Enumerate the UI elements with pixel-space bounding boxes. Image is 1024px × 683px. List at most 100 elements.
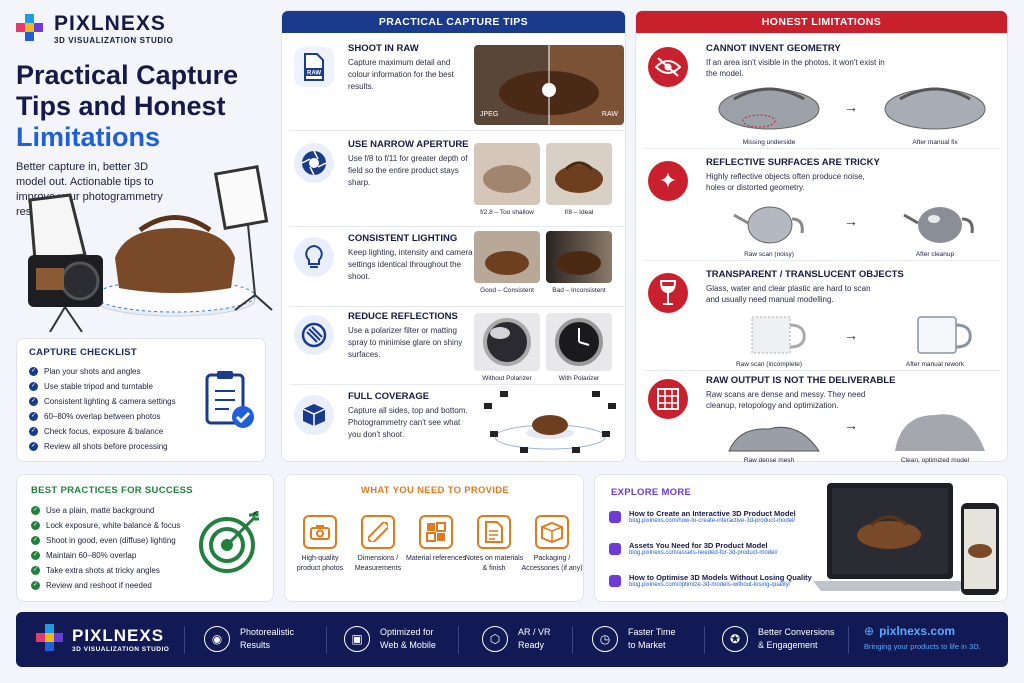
footer-site[interactable]: ⊕ pixlnexs.com Bringing your products to… — [864, 624, 981, 651]
site-link[interactable]: pixlnexs.com — [879, 624, 956, 638]
camera-icon: ◉ — [204, 626, 230, 652]
need-item: Packaging / Accessories (if any) — [521, 515, 583, 574]
tip-narrow-aperture: USE NARROW APERTURE Use f/8 to f/11 for … — [290, 137, 624, 227]
explore-link[interactable]: How to Optimise 3D Models Without Losing… — [609, 573, 812, 588]
image-caption: After cleanup — [915, 251, 955, 258]
footer-tagline: Bringing your products to life in 3D. — [864, 642, 981, 651]
tip-title: REDUCE REFLECTIONS — [348, 311, 458, 322]
explore-title: EXPLORE MORE — [611, 487, 692, 498]
feature-photorealistic: ◉Photorealistic Results — [204, 626, 306, 652]
need-item: High-quality product photos — [289, 515, 351, 574]
aperture-shallow-image — [474, 143, 540, 205]
footer-logo: PIXLNEXS 3D VISUALIZATION STUDIO — [36, 624, 169, 654]
camera-icon — [303, 515, 337, 549]
limit-title: TRANSPARENT / TRANSLUCENT OBJECTS — [706, 269, 904, 280]
check-icon: ✓ — [31, 566, 40, 575]
capture-checklist: CAPTURE CHECKLIST ✓Plan your shots and a… — [16, 338, 266, 462]
image-caption: Raw dense mesh — [743, 457, 795, 464]
lighting-good-image — [474, 231, 540, 283]
list-item: ✓Review and reshoot if needed — [31, 581, 152, 590]
feature-web-mobile: ▣Optimized for Web & Mobile — [344, 626, 446, 652]
list-item: ✓Consistent lighting & camera settings — [29, 397, 176, 406]
logo-mark-icon — [16, 13, 46, 44]
list-item: ✓Take extra shots at tricky angles — [31, 566, 160, 575]
list-item: ✓Review all shots before processing — [29, 442, 168, 451]
tip-text: Capture maximum detail and colour inform… — [348, 58, 454, 91]
checklist-title: CAPTURE CHECKLIST — [29, 347, 138, 358]
image-caption: Raw scan (noisy) — [744, 251, 794, 258]
logo-mark-icon — [36, 624, 66, 654]
arrow-right-icon: → — [844, 327, 858, 343]
raw-label: RAW — [601, 111, 618, 118]
teapot-clean-image — [903, 207, 974, 243]
tip-text: Capture all sides, top and bottom. Photo… — [348, 406, 468, 439]
link-url[interactable]: blog.pixlnexs.com/optimize-3d-models-wit… — [629, 582, 791, 588]
need-item: Notes on materials & finish — [463, 515, 525, 574]
image-caption: With Polarizer — [558, 375, 600, 382]
link-url[interactable]: blog.pixlnexs.com/how-to-create-interact… — [629, 518, 796, 524]
limit-text: Glass, water and clear plastic are hard … — [706, 284, 871, 304]
tips-title: PRACTICAL CAPTURE TIPS — [282, 11, 625, 33]
image-caption: f/2.8 – Too shallow — [480, 209, 534, 216]
ar-cube-icon: ⬡ — [482, 626, 508, 652]
honest-limitations-panel: HONEST LIMITATIONS CANNOT INVENT GEOMETR… — [635, 10, 1008, 464]
link-url[interactable]: blog.pixlnexs.com/assets-needed-for-3d-p… — [629, 550, 778, 556]
mesh-missing-underside-image — [718, 87, 820, 130]
practices-list: ✓Use a plain, matte background ✓Lock exp… — [31, 503, 180, 593]
list-item: ✓Use a plain, matte background — [31, 506, 155, 515]
limit-invent-geometry: CANNOT INVENT GEOMETRY If an area isn't … — [644, 41, 1000, 149]
what-you-need-panel: WHAT YOU NEED TO PROVIDE High-quality pr… — [284, 474, 584, 602]
check-icon: ✓ — [31, 506, 40, 515]
best-practices-panel: BEST PRACTICES FOR SUCCESS ✓Use a plain,… — [16, 474, 274, 602]
mesh-after-fix-image — [884, 87, 986, 130]
link-title[interactable]: How to Optimise 3D Models Without Losing… — [629, 573, 812, 582]
lightbulb-icon — [294, 237, 334, 277]
link-title[interactable]: Assets You Need for 3D Product Model — [629, 541, 768, 550]
jpeg-raw-comparison-image: JPEG RAW — [474, 45, 624, 125]
brand-tagline: 3D VISUALIZATION STUDIO — [54, 36, 174, 45]
feature-time-to-market: ◷Faster Time to Market — [592, 626, 684, 652]
limit-title: RAW OUTPUT IS NOT THE DELIVERABLE — [706, 375, 896, 386]
image-caption: f/8 – Ideal — [564, 209, 594, 216]
laptop-phone-mockup-image — [813, 483, 999, 595]
hidden-eye-icon — [648, 47, 688, 87]
watch-with-polarizer-image — [546, 313, 612, 371]
list-item: ✓Plan your shots and angles — [29, 367, 141, 376]
target-icon — [199, 511, 259, 573]
need-item: Material references — [405, 515, 467, 564]
limit-text: Highly reflective objects often produce … — [706, 172, 865, 192]
clipboard-check-icon — [205, 371, 254, 428]
limits-title: HONEST LIMITATIONS — [636, 11, 1007, 33]
aperture-icon — [294, 143, 334, 183]
aperture-ideal-image — [546, 143, 612, 205]
check-icon: ✓ — [29, 412, 38, 421]
rock-optimized-image — [895, 414, 985, 451]
lighting-bad-image — [546, 231, 612, 283]
link-icon — [609, 575, 621, 587]
footer-brand-name: PIXLNEXS — [72, 625, 165, 645]
tip-consistent-lighting: CONSISTENT LIGHTING Keep lighting, inten… — [290, 231, 624, 307]
limit-raw-output: RAW OUTPUT IS NOT THE DELIVERABLE Raw sc… — [644, 373, 1000, 464]
check-icon: ✓ — [31, 551, 40, 560]
glass-mug-model-image — [917, 316, 972, 354]
stopwatch-icon: ◷ — [592, 626, 618, 652]
practices-title: BEST PRACTICES FOR SUCCESS — [31, 485, 193, 496]
box-icon — [535, 515, 569, 549]
explore-more-panel: EXPLORE MORE How to Create an Interactiv… — [594, 474, 1008, 602]
camera-orbit-diagram — [484, 391, 616, 453]
tip-text: Use f/8 to f/11 for greater depth of fie… — [348, 154, 468, 187]
link-title[interactable]: How to Create an Interactive 3D Product … — [629, 509, 796, 518]
ruler-icon — [361, 515, 395, 549]
link-icon — [609, 543, 621, 555]
feature-conversions: ✪Better Conversions & Engagement — [722, 626, 840, 652]
image-caption: Raw scan (incomplete) — [735, 361, 803, 368]
swatches-icon — [419, 515, 453, 549]
image-caption: Clean, optimized model — [901, 457, 969, 464]
tip-shoot-raw: RAW SHOOT IN RAW Capture maximum detail … — [290, 41, 624, 131]
tip-title: CONSISTENT LIGHTING — [348, 233, 458, 244]
explore-link[interactable]: How to Create an Interactive 3D Product … — [609, 509, 796, 524]
image-caption: Missing underside — [742, 139, 796, 146]
list-item: ✓Shoot in good, even (diffuse) lighting — [31, 536, 176, 545]
check-icon: ✓ — [29, 382, 38, 391]
